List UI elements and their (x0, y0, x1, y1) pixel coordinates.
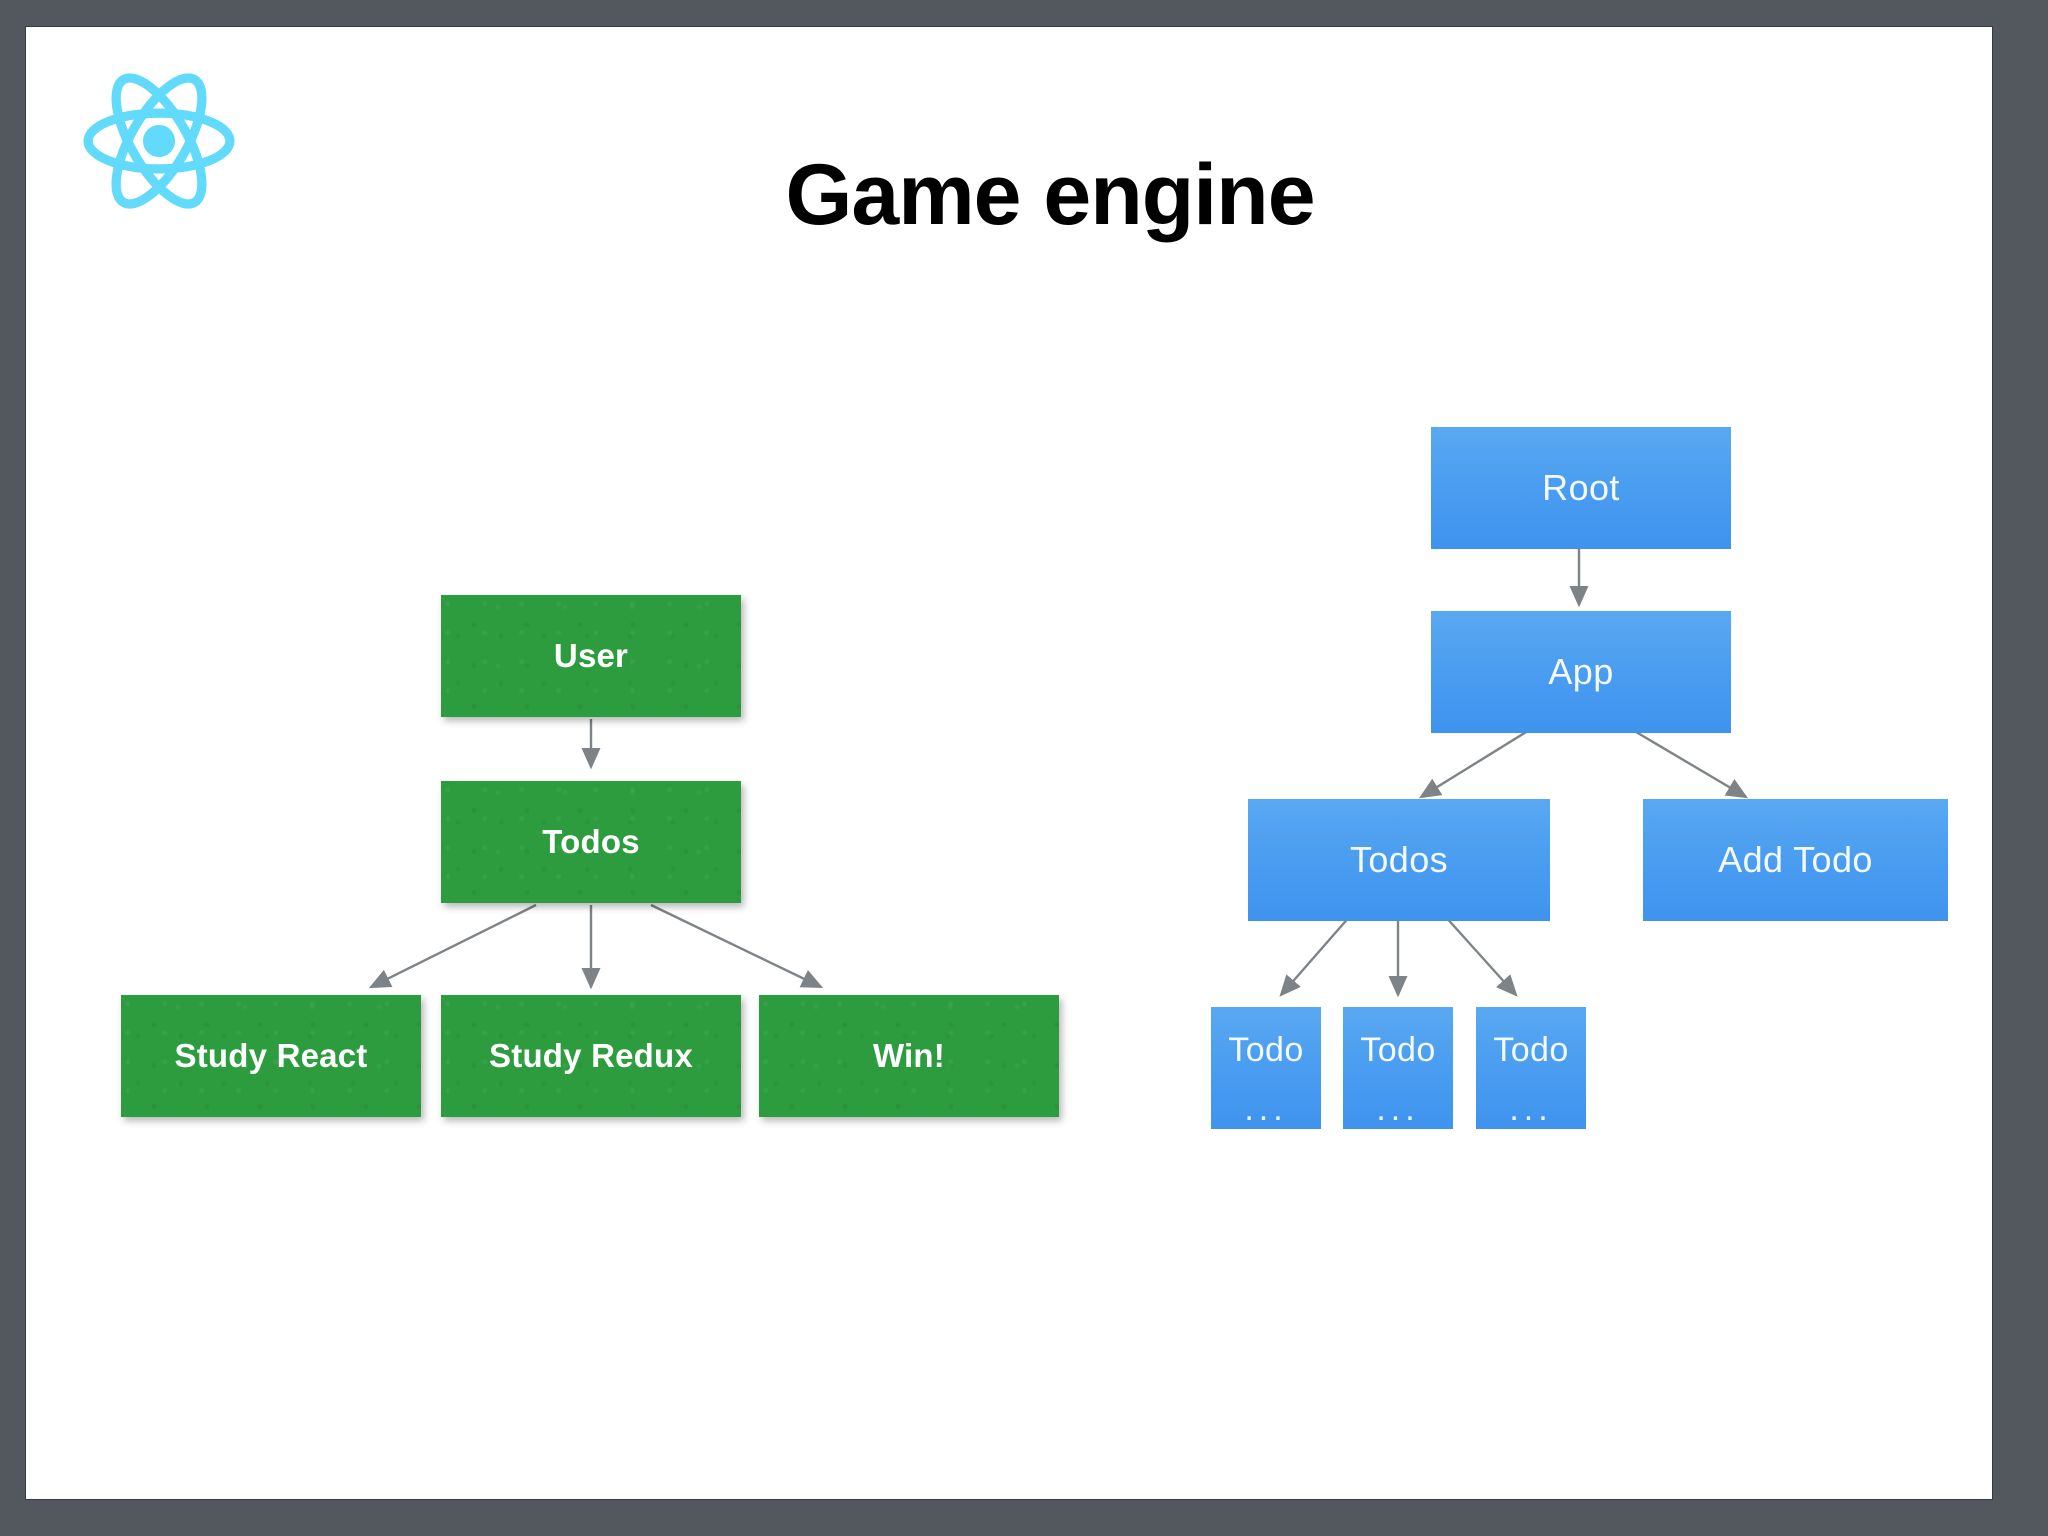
node-label: Win! (873, 1037, 945, 1074)
react-logo-icon (74, 65, 244, 217)
node-label: Study React (174, 1037, 368, 1074)
node-label: Root (1542, 467, 1620, 508)
node-study-redux[interactable]: Study Redux (441, 995, 741, 1117)
node-label: Todo (1360, 1031, 1436, 1069)
node-label: Todos (542, 823, 640, 860)
state-tree-edges (368, 719, 824, 990)
node-label: Study Redux (489, 1037, 693, 1074)
node-label: Add Todo (1718, 839, 1873, 880)
component-tree-diagram: Root App Todos Add Todo Todo ... Todo ..… (26, 27, 1992, 1499)
node-ellipsis: ... (1509, 1090, 1553, 1128)
node-ellipsis: ... (1244, 1090, 1288, 1128)
node-ellipsis: ... (1376, 1090, 1420, 1128)
node-label: Todo (1493, 1031, 1569, 1069)
state-tree-diagram: User Todos Study React Study Redux Win! (26, 27, 1992, 1499)
node-label: Todos (1349, 839, 1449, 880)
node-app[interactable]: App (1431, 611, 1731, 733)
node-label: User (553, 637, 629, 674)
node-label: App (1548, 651, 1614, 692)
node-study-react[interactable]: Study React (121, 995, 421, 1117)
node-label: Todo (1228, 1031, 1304, 1069)
node-user[interactable]: User (441, 595, 741, 717)
node-add-todo[interactable]: Add Todo (1643, 799, 1948, 921)
node-todo-2[interactable]: Todo ... (1343, 1007, 1453, 1129)
node-root[interactable]: Root (1431, 427, 1731, 549)
component-tree-edges (1279, 545, 1749, 998)
node-win[interactable]: Win! (759, 995, 1059, 1117)
node-todo-3[interactable]: Todo ... (1476, 1007, 1586, 1129)
page-title: Game engine (785, 147, 1315, 243)
node-component-todos[interactable]: Todos (1248, 799, 1550, 921)
slide-canvas: Game engine User Todos (26, 27, 1992, 1499)
node-todos[interactable]: Todos (441, 781, 741, 903)
node-todo-1[interactable]: Todo ... (1211, 1007, 1321, 1129)
